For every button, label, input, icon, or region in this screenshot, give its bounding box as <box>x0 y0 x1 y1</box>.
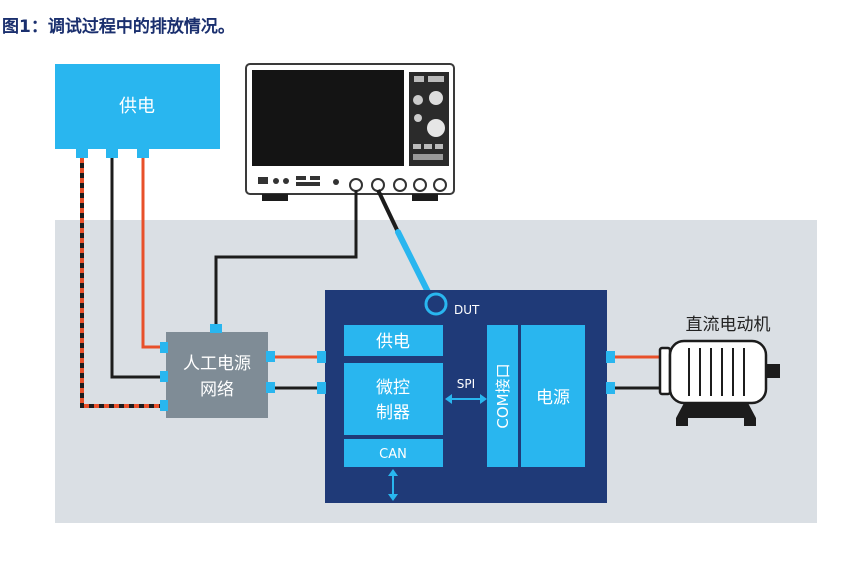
lisn-right-port-1 <box>266 351 275 362</box>
lisn-left-port-2 <box>160 371 168 382</box>
com-interface-block <box>487 325 518 467</box>
dc-motor-icon <box>658 339 780 426</box>
power-supply-label: 供电 <box>119 96 155 117</box>
mcu-block <box>344 363 443 435</box>
power-wire-red <box>141 158 166 349</box>
dut-left-port-1 <box>317 351 326 363</box>
lisn-top-port <box>210 324 222 333</box>
figure-title: 图1：调试过程中的排放情况。 <box>2 17 235 37</box>
dut-probe-point <box>424 292 448 316</box>
mcu-label-line2: 制器 <box>376 403 410 423</box>
lisn-label-line1: 人工电源 <box>183 354 251 374</box>
probe-body <box>395 229 435 303</box>
dut-supply-block <box>521 325 585 467</box>
power-port-1 <box>76 149 88 158</box>
ground-wire-dashed <box>80 158 166 408</box>
power-port-3 <box>137 149 149 158</box>
power-supply-block <box>55 64 220 149</box>
lisn-left-port-1 <box>160 342 168 353</box>
lisn-left-port-3 <box>160 400 168 411</box>
lisn-block <box>166 332 268 418</box>
dut-label: DUT <box>454 303 480 317</box>
dut-left-port-2 <box>317 382 326 394</box>
power-port-2 <box>106 149 118 158</box>
can-block <box>344 439 443 467</box>
dut-right-port-2 <box>606 382 615 394</box>
lisn-label-line2: 网络 <box>200 380 234 400</box>
scope-to-lisn-cable <box>214 190 358 326</box>
mcu-label-line1: 微控 <box>376 378 410 398</box>
power-wire-black <box>110 158 166 379</box>
spi-arrow <box>445 394 487 404</box>
dut-supply-label: 电源 <box>536 388 570 408</box>
motor-label: 直流电动机 <box>686 315 771 335</box>
oscilloscope <box>245 63 455 201</box>
com-interface-label: COM接口 <box>494 363 512 428</box>
spi-label: SPI <box>457 377 475 391</box>
lisn-right-port-2 <box>266 382 275 393</box>
dut-power-label: 供电 <box>376 332 410 352</box>
probe-cable <box>376 189 400 233</box>
dut-power-block <box>344 325 443 356</box>
can-label: CAN <box>379 447 407 462</box>
dut-right-port-1 <box>606 351 615 363</box>
can-arrow <box>388 469 398 501</box>
oscilloscope-screen <box>252 70 404 166</box>
